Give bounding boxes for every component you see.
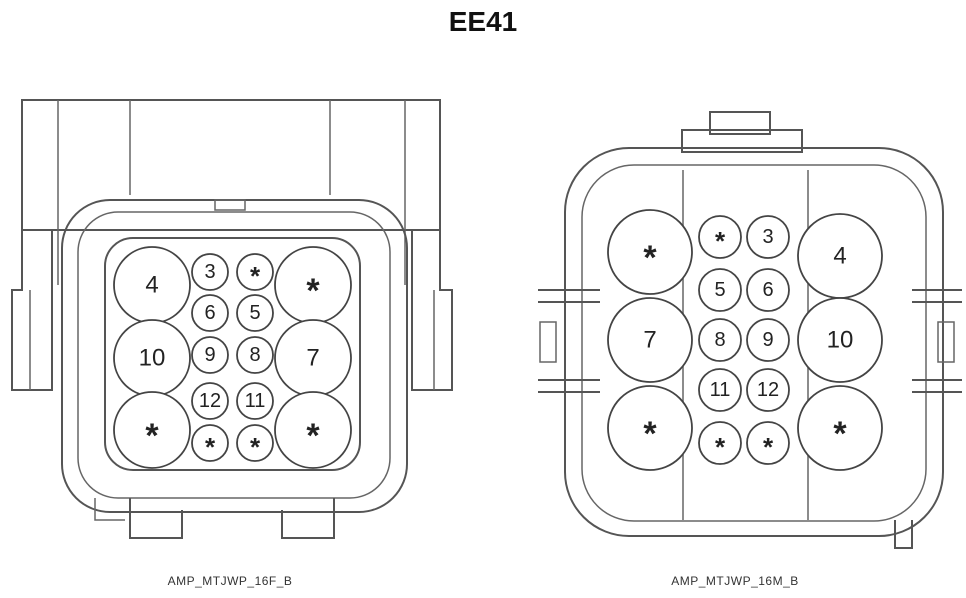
male-pin-label-12: 12	[757, 379, 779, 401]
male-pin-16	[797, 385, 883, 471]
male-pin-field: * * 3 4 5 6 7 8 9 10 11 12 * * * *	[607, 209, 883, 471]
male-pin-7	[607, 297, 693, 383]
male-pin-label-4: 4	[833, 243, 846, 270]
female-pin-5	[191, 294, 229, 332]
male-pin-label-16: *	[833, 415, 847, 453]
female-pin-label-6: 5	[249, 302, 260, 324]
male-connector-caption: AMP_MTJWP_16M_B	[671, 574, 799, 588]
female-pin-label-11: 12	[199, 390, 221, 412]
female-pin-2	[191, 253, 229, 291]
male-pin-10	[797, 297, 883, 383]
female-pin-label-4: *	[306, 272, 320, 310]
female-pin-15	[236, 424, 274, 462]
male-pin-label-2: *	[715, 226, 726, 256]
female-pin-label-2: 3	[204, 261, 215, 283]
female-pin-11	[191, 382, 229, 420]
male-pin-1	[607, 209, 693, 295]
male-pin-label-3: 3	[762, 226, 773, 248]
female-pin-label-9: 8	[249, 344, 260, 366]
female-pin-label-3: *	[250, 261, 261, 291]
male-pin-14	[698, 421, 742, 465]
female-pin-12	[236, 382, 274, 420]
female-pin-label-14: *	[205, 432, 216, 462]
female-pin-label-15: *	[250, 432, 261, 462]
female-pin-label-10: 7	[306, 345, 319, 372]
female-pin-9	[236, 336, 274, 374]
female-pin-field: 4 3 * * 6 5 10 9 8 7 12 11 * * * *	[113, 246, 352, 469]
diagram-title: EE41	[448, 6, 518, 37]
male-pin-label-1: *	[643, 239, 657, 277]
male-pin-label-8: 8	[714, 329, 725, 351]
male-pin-label-14: *	[715, 432, 726, 462]
female-pin-label-8: 9	[204, 344, 215, 366]
female-pin-label-5: 6	[204, 302, 215, 324]
female-connector-caption: AMP_MTJWP_16F_B	[167, 574, 293, 588]
female-pin-3	[236, 253, 274, 291]
female-pin-label-1: 4	[145, 272, 158, 299]
male-pin-12	[746, 368, 790, 412]
male-pin-11	[698, 368, 742, 412]
male-pin-5	[698, 268, 742, 312]
male-pin-13	[607, 385, 693, 471]
female-pin-8	[191, 336, 229, 374]
male-pin-6	[746, 268, 790, 312]
male-pin-9	[746, 318, 790, 362]
female-pin-16	[274, 391, 352, 469]
female-pin-13	[113, 391, 191, 469]
male-pin-15	[746, 421, 790, 465]
female-pin-14	[191, 424, 229, 462]
male-pin-label-7: 7	[643, 327, 656, 354]
male-pin-3	[746, 215, 790, 259]
female-connector-housing	[11, 99, 453, 539]
male-pin-label-10: 10	[827, 327, 854, 354]
male-pin-8	[698, 318, 742, 362]
female-pin-label-16: *	[306, 417, 320, 455]
female-pin-label-12: 11	[245, 390, 266, 412]
male-pin-2	[698, 215, 742, 259]
male-pin-label-5: 5	[714, 279, 725, 301]
male-pin-label-6: 6	[762, 279, 773, 301]
male-pin-label-11: 11	[710, 379, 731, 401]
male-pin-label-15: *	[763, 432, 774, 462]
male-pin-label-9: 9	[762, 329, 773, 351]
female-pin-label-13: *	[145, 417, 159, 455]
female-pin-label-7: 10	[139, 345, 166, 372]
female-pin-6	[236, 294, 274, 332]
male-pin-label-13: *	[643, 415, 657, 453]
